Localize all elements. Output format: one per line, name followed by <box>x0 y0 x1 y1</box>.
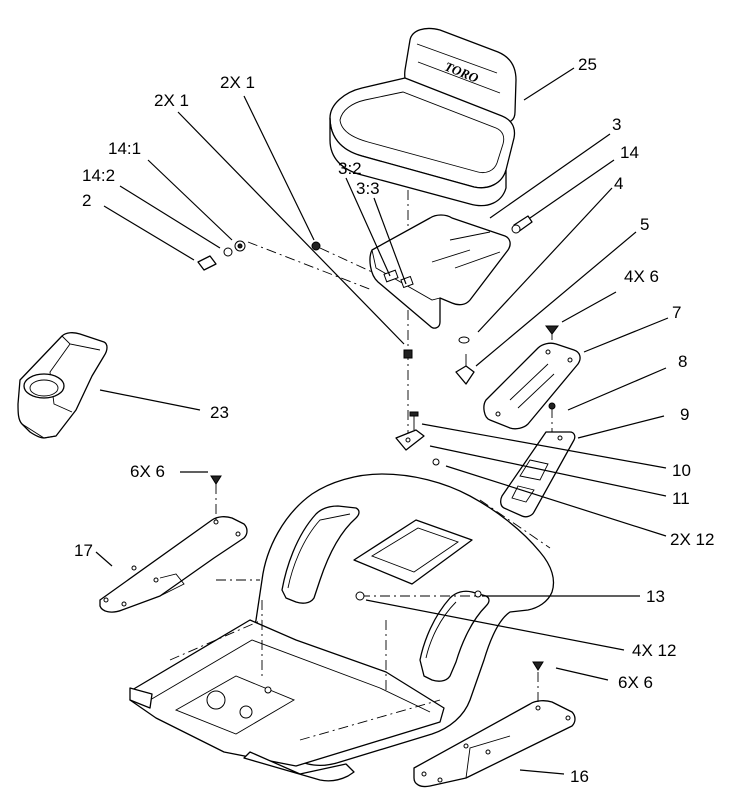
leader-lines <box>95 67 669 775</box>
plate-16 <box>413 700 576 788</box>
callout-3-3: 3:3 <box>356 179 380 198</box>
plate-7 <box>483 342 581 430</box>
callout-4x6: 4X 6 <box>624 267 659 286</box>
adjust-knob <box>511 215 533 234</box>
callout-10: 10 <box>672 461 691 480</box>
bolt-5 <box>455 354 475 385</box>
screw-4x6 <box>545 325 559 335</box>
centerline-latch <box>247 241 373 291</box>
seat: TORO <box>329 27 517 207</box>
callout-14-1: 14:1 <box>108 139 141 158</box>
callout-6x6-right: 6X 6 <box>618 673 653 692</box>
callout-3: 3 <box>612 115 621 134</box>
nut-12 <box>432 458 440 466</box>
callout-4x12: 4X 12 <box>632 641 676 660</box>
bracket-11 <box>395 429 425 451</box>
callout-3-2: 3:2 <box>338 159 362 178</box>
callout-5: 5 <box>640 215 649 234</box>
centerline-9 <box>479 499 551 549</box>
screw-6x6-left <box>210 475 222 485</box>
callout-6x6-left: 6X 6 <box>130 462 165 481</box>
bolt-10 <box>409 411 419 430</box>
seat-pan <box>369 214 511 329</box>
callout-4: 4 <box>614 174 623 193</box>
callout-7: 7 <box>672 303 681 322</box>
plate-17 <box>99 516 248 613</box>
hole-13 <box>474 590 482 598</box>
callout-8: 8 <box>678 352 687 371</box>
plate-9 <box>500 431 576 518</box>
cup-holder <box>17 332 108 439</box>
screw-1b <box>403 349 413 359</box>
washer-4 <box>458 336 470 344</box>
callout-23: 23 <box>210 403 229 422</box>
fender-body <box>129 473 555 782</box>
callout-13: 13 <box>646 587 665 606</box>
callout-2x1-a: 2X 1 <box>154 91 189 110</box>
callout-11: 11 <box>672 489 690 508</box>
screw-6x6-right <box>532 661 544 671</box>
callout-17: 17 <box>74 541 93 560</box>
latch-parts <box>197 240 246 271</box>
callout-2x1-b: 2X 1 <box>220 73 255 92</box>
callout-25: 25 <box>578 55 597 74</box>
callout-14-2: 14:2 <box>82 166 115 185</box>
hole-4x12 <box>355 591 365 601</box>
callout-14: 14 <box>620 143 639 162</box>
screw-8 <box>548 402 556 410</box>
callout-2x12: 2X 12 <box>670 530 714 549</box>
screw-1a <box>311 241 321 251</box>
callout-2: 2 <box>82 191 91 210</box>
callout-9: 9 <box>680 405 689 424</box>
callout-16: 16 <box>570 767 589 786</box>
centerline-screw <box>319 247 373 273</box>
